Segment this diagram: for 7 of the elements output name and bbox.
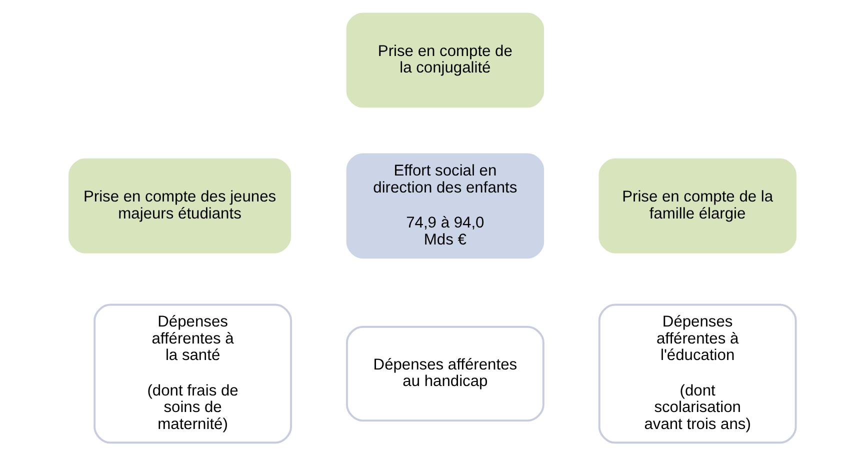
node-box: Prise en compte de la conjugalité <box>346 12 544 108</box>
node-box: Dépenses afférentes au handicap <box>345 326 544 422</box>
node-box: Dépenses afférentes à l'éducation (dont scolarisation avant trois ans) <box>598 304 796 444</box>
node-box: Dépenses afférentes à la santé (dont frais de soins de maternité) <box>93 304 292 444</box>
node-box: Prise en compte des jeunes majeurs étudiants <box>68 158 291 254</box>
node-box: Prise en compte de la famille élargie <box>598 158 796 254</box>
node-box: Effort social en direction des enfants 74,9 à 94,0 Mds € <box>346 153 544 259</box>
